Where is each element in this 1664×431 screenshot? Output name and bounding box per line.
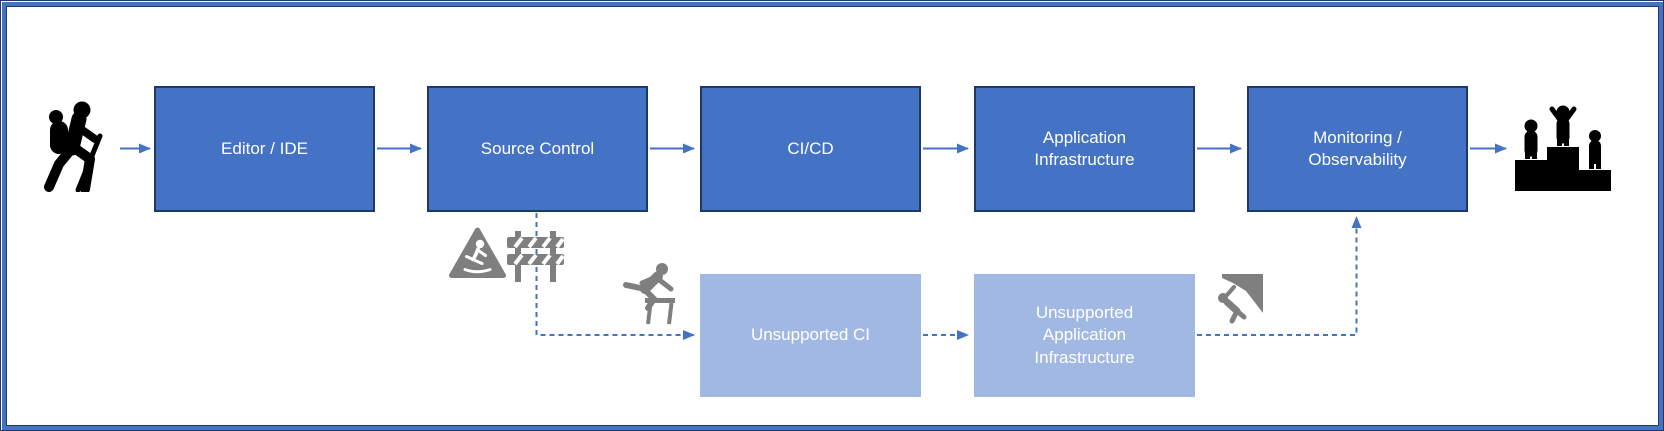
node-monitoring-observability-label: Monitoring / Observability [1308,127,1407,169]
winners-podium-icon [1515,105,1611,191]
node-cicd: CI/CD [700,86,921,212]
hiker-icon [44,101,103,192]
node-unsupported-ci: Unsupported CI [700,274,921,397]
node-editor-ide: Editor / IDE [154,86,375,212]
node-unsupported-application-infrastructure: Unsupported Application Infrastructure [974,274,1195,397]
node-monitoring-observability: Monitoring / Observability [1247,86,1468,212]
node-source-control: Source Control [427,86,648,212]
node-unsupported-application-infrastructure-label: Unsupported Application Infrastructure [1034,303,1135,367]
dashed-arrow-unsupported-app-infra-to-monitoring [1197,216,1362,336]
node-application-infrastructure-label: Application Infrastructure [1034,127,1135,169]
slip-warning-icon [449,227,506,278]
node-cicd-label: CI/CD [787,138,834,158]
hurdler-icon [623,263,675,325]
node-application-infrastructure: Application Infrastructure [974,86,1195,212]
dashed-arrow-source-control-to-unsupported-ci [535,213,695,340]
node-source-control-label: Source Control [480,138,595,158]
node-unsupported-ci-label: Unsupported CI [750,325,871,345]
node-editor-ide-label: Editor / IDE [221,138,308,158]
climber-icon [1218,274,1263,324]
roadblock-icon [507,231,565,282]
